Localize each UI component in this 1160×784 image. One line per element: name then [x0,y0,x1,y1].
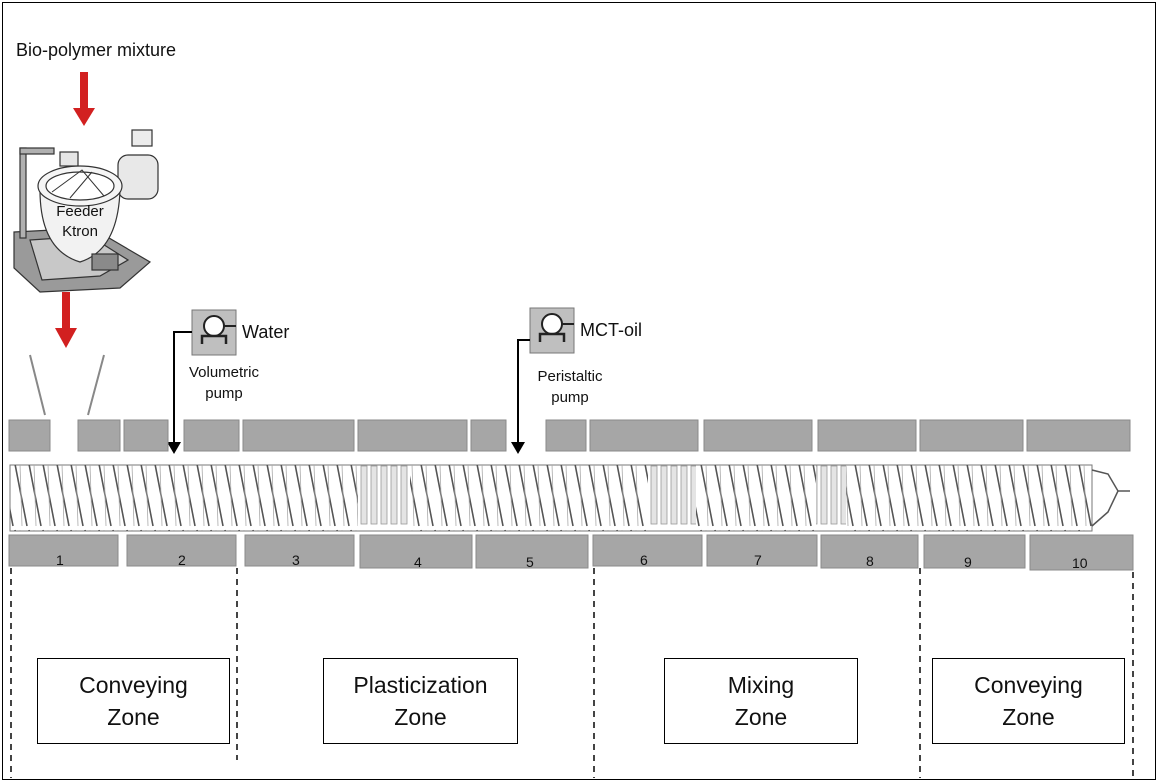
zone-box-conveying-2: Conveying Zone [932,658,1125,744]
mct-oil-pump-type-line2: pump [551,389,589,406]
barrel-number: 2 [178,552,186,568]
feeder-label: Feeder Ktron [50,202,110,242]
water-pump-type-line2: pump [205,385,243,402]
water-feed-line [167,331,192,454]
twin-screw [9,464,1130,532]
zone-label-line2: Zone [1002,704,1055,730]
barrel-number: 5 [526,554,534,570]
mct-oil-feed-line [511,339,530,454]
feed-arrow-top [73,72,95,126]
zone-label-line2: Zone [734,704,788,730]
barrel-number: 7 [754,552,762,568]
barrel-number: 3 [292,552,300,568]
zone-box-mixing: Mixing Zone [664,658,858,744]
barrel-number: 9 [964,554,972,570]
feeder-label-line1: Feeder [56,203,104,220]
feed-arrow-bottom [55,292,77,348]
zone-label-line2: Zone [107,704,160,730]
zone-label-line1: Conveying [79,672,188,698]
zone-separators [10,568,1134,778]
barrel-bottom-row [8,534,1134,571]
barrel-number: 10 [1072,555,1088,571]
zone-label-line1: Mixing [727,672,795,698]
mct-oil-pump-icon [529,307,575,354]
water-pump-type-line1: Volumetric [188,364,260,381]
zone-label-line2: Zone [394,704,447,730]
feed-material-label: Bio-polymer mixture [16,40,177,60]
water-pump-icon [191,309,237,356]
water-pump-name: Water [242,322,290,342]
feeder-label-line2: Ktron [62,223,98,240]
mct-oil-pump-name: MCT-oil [580,320,642,340]
barrel-top-row [8,419,1131,452]
zone-label-line1: Conveying [974,672,1083,698]
water-pump-type: Volumetric pump [174,362,274,404]
mct-oil-pump-type: Peristaltic pump [522,366,618,408]
barrel-number: 4 [414,554,422,570]
zone-box-plasticization: Plasticization Zone [323,658,518,744]
barrel-number: 6 [640,552,648,568]
barrel-number: 8 [866,553,874,569]
zone-label-line1: Plasticization [353,672,488,698]
zone-box-conveying-1: Conveying Zone [37,658,230,744]
hopper-funnel [29,354,105,416]
mct-oil-pump-type-line1: Peristaltic [537,368,603,385]
barrel-number: 1 [56,552,64,568]
feeder-ktron-image [13,129,159,293]
